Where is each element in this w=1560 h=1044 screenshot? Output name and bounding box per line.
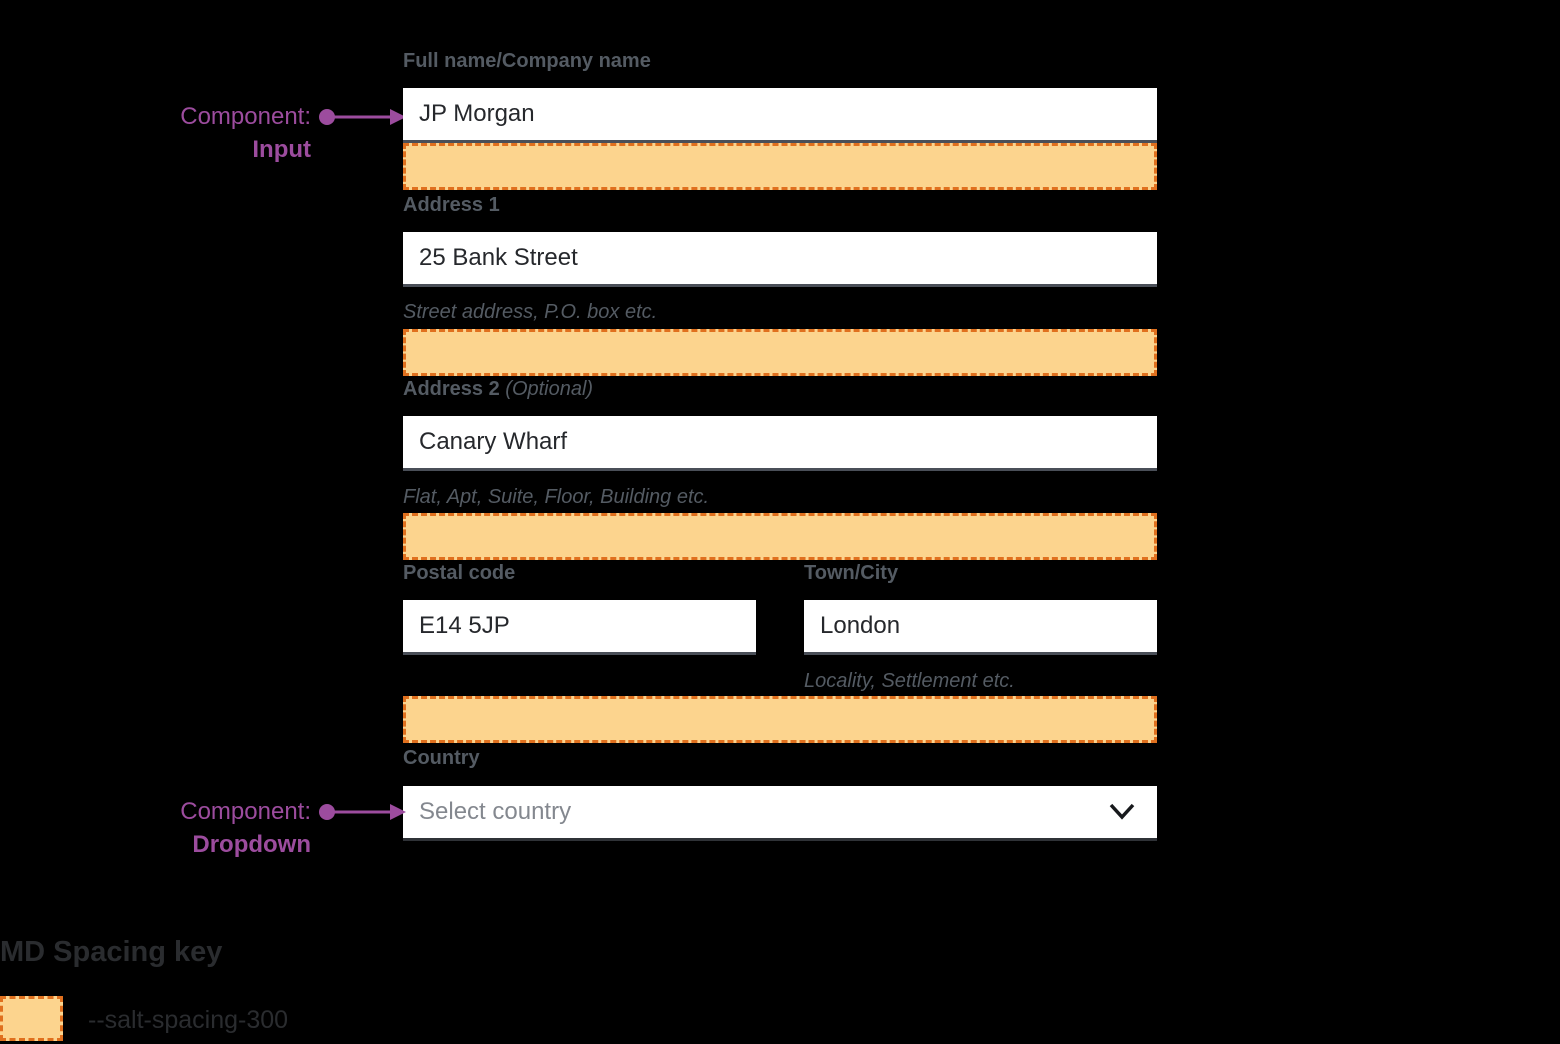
address2-label-text: Address 2 xyxy=(403,378,500,400)
town-city-helper-text: Locality, Settlement etc. xyxy=(804,670,1015,692)
annotation-input-prefix: Component: xyxy=(180,103,311,130)
postal-code-label: Postal code xyxy=(403,562,516,584)
annotation-component-input: Component: Input xyxy=(60,100,311,166)
town-city-input[interactable] xyxy=(804,600,1157,655)
postal-code-input[interactable] xyxy=(403,600,756,655)
address2-input[interactable] xyxy=(403,416,1157,471)
spacing-block-salt-300 xyxy=(403,513,1157,560)
spacing-token-label: --salt-spacing-300 xyxy=(88,1006,289,1034)
spacing-block-salt-300 xyxy=(403,143,1157,190)
full-name-input[interactable] xyxy=(403,88,1157,143)
spacing-block-salt-300 xyxy=(403,329,1157,376)
address1-helper-text: Street address, P.O. box etc. xyxy=(403,301,658,323)
address2-label: Address 2 (Optional) xyxy=(403,378,593,401)
spacing-key-title: MD Spacing key xyxy=(0,936,223,968)
address2-optional-tag: (Optional) xyxy=(505,378,594,400)
address2-helper-text: Flat, Apt, Suite, Floor, Building etc. xyxy=(403,486,710,508)
country-dropdown-placeholder: Select country xyxy=(419,798,572,825)
address1-input[interactable] xyxy=(403,232,1157,287)
annotation-input-name: Input xyxy=(252,136,311,163)
annotation-dropdown-prefix: Component: xyxy=(180,798,311,825)
annotation-arrow-icon xyxy=(319,804,406,820)
country-dropdown[interactable]: Select country xyxy=(403,786,1157,841)
spacing-key-swatch xyxy=(0,996,63,1041)
annotation-component-dropdown: Component: Dropdown xyxy=(60,795,311,861)
spacing-block-salt-300 xyxy=(403,696,1157,743)
country-label: Country xyxy=(403,747,480,769)
address1-label: Address 1 xyxy=(403,194,500,216)
town-city-label: Town/City xyxy=(804,562,899,584)
full-name-label: Full name/Company name xyxy=(403,50,651,72)
annotation-arrow-icon xyxy=(319,109,406,125)
annotation-dropdown-name: Dropdown xyxy=(192,831,311,858)
chevron-down-icon xyxy=(1109,803,1135,820)
